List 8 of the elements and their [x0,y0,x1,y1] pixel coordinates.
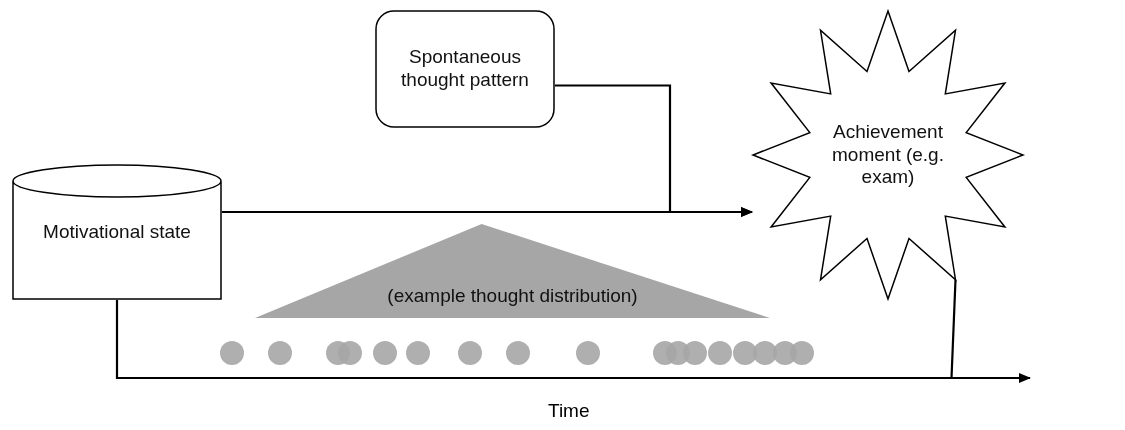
node-label: Achievement moment (e.g. exam) [831,120,945,190]
time-arrow [115,300,1031,383]
node-label: Spontaneous thought pattern [400,46,530,92]
connector-line [950,279,957,379]
arrow [555,84,753,217]
node-label: Motivational state [42,221,192,244]
axis-label: Time [548,400,590,422]
node-label: (example thought distribution) [387,285,638,308]
